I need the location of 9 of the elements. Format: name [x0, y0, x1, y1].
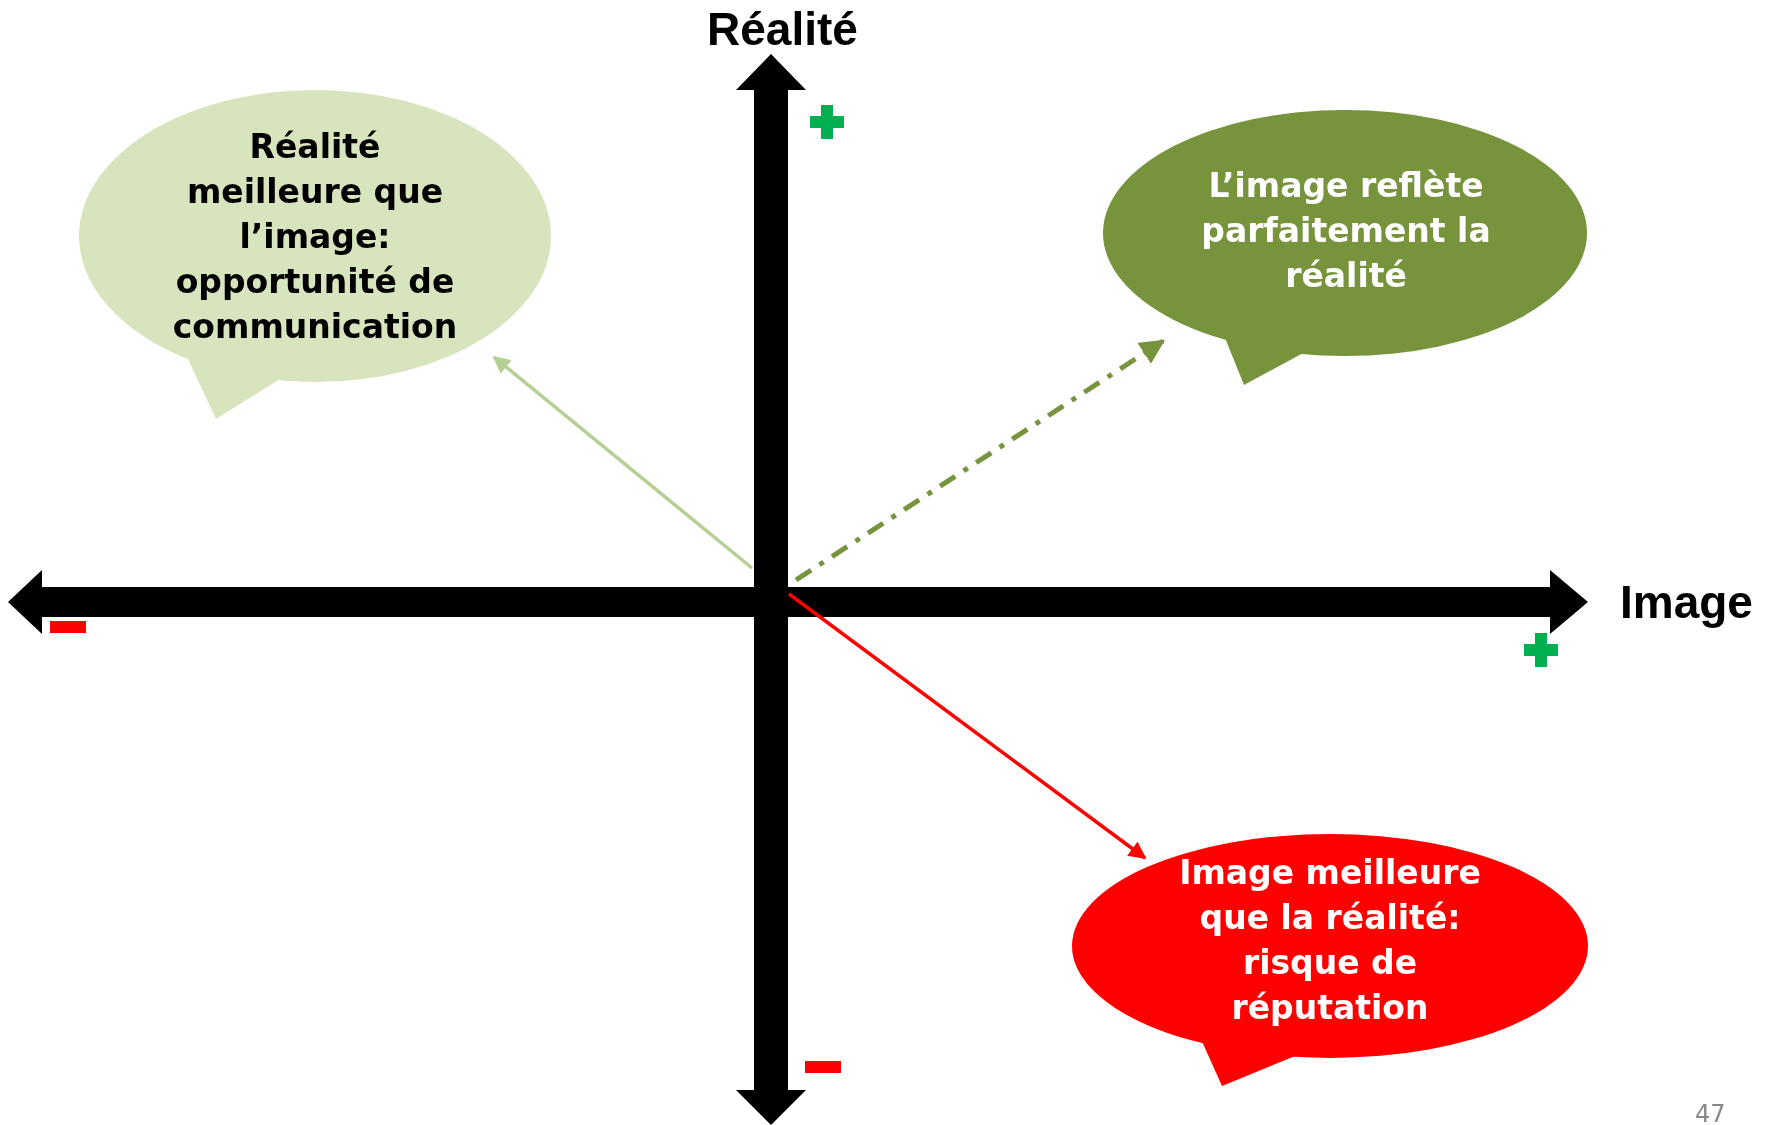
- bubble-text: L’image reflète parfaitement la réalité: [1200, 165, 1492, 297]
- axis-title: Réalité: [706, 2, 859, 56]
- axis-title: Image: [1620, 575, 1753, 629]
- bubble-text: Image meilleure que la réalité: risque de réputation: [1178, 852, 1482, 1029]
- arrow: [794, 338, 1166, 583]
- bubble-text: Réalité meilleure que l’image: opportunité de communication: [171, 126, 459, 348]
- arrow: [492, 355, 754, 570]
- arrow: [787, 592, 1147, 860]
- page-number: 47: [1695, 1100, 1726, 1125]
